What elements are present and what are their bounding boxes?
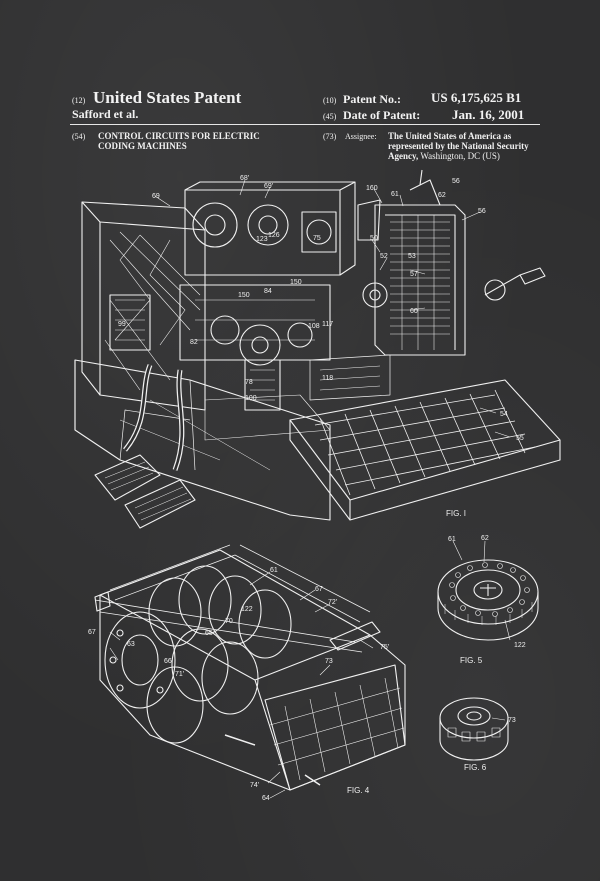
inventors: Safford et al. (72, 107, 139, 121)
fig4-ref-74p: 74' (250, 782, 259, 789)
fig4-ref-66: 66 (164, 658, 172, 665)
ref-84: 84 (264, 288, 272, 295)
ref-75: 75 (313, 235, 321, 242)
patent-number: US 6,175,625 B1 (431, 90, 522, 105)
fig4-ref-63: 63 (127, 641, 135, 648)
invention-title-line-1: CONTROL CIRCUITS FOR ELECTRIC (98, 131, 260, 141)
ref-99: 99 (118, 321, 126, 328)
ref-50: 50 (370, 235, 378, 242)
fig4-ref-65: 65 (205, 630, 213, 637)
ref-53: 53 (408, 253, 416, 260)
ref-68p: 68' (240, 175, 249, 182)
fig4-label: FIG. 4 (347, 786, 370, 795)
fig4-ref-70: 70 (225, 618, 233, 625)
kind-code: (12) (72, 96, 86, 105)
ref-117: 117 (322, 321, 333, 328)
ref-82: 82 (190, 339, 198, 346)
ref-150a: 150 (238, 292, 250, 299)
ref-55: 55 (516, 435, 524, 442)
ref-57: 57 (410, 271, 418, 278)
fig4-rotor-assembly-drawing (94, 544, 406, 791)
ref-108: 108 (308, 323, 320, 330)
ref-54: 54 (500, 411, 508, 418)
fig6-label: FIG. 6 (464, 763, 487, 772)
ref-69: 69 (152, 193, 160, 200)
ref-56a: 56 (452, 178, 460, 185)
fig6-small-rotor-drawing (439, 697, 509, 761)
date-code: (45) (323, 112, 337, 121)
patent-no-label: Patent No.: (343, 92, 401, 106)
fig4-ref-71p: 71' (175, 671, 184, 678)
header-rule (70, 124, 540, 125)
ref-56b: 56 (478, 208, 486, 215)
fig5-label: FIG. 5 (460, 656, 483, 665)
fig4-ref-72p: 72' (328, 599, 337, 606)
ref-60: 60 (410, 308, 418, 315)
fig4-ref-73: 73 (325, 658, 333, 665)
fig4-ref-61: 61 (270, 567, 278, 574)
assignee-location: Washington, DC (US) (420, 151, 500, 161)
fig4-ref-67: 67 (315, 586, 323, 593)
ref-160: 160 (366, 185, 378, 192)
fig5-rotor-drawing (437, 559, 539, 641)
patent-no-code: (10) (323, 96, 337, 105)
fig6-ref-73: 73 (508, 717, 516, 724)
ref-100: 100 (245, 395, 257, 402)
assignee-line-1: The United States of America as (388, 131, 512, 141)
assignee-line-3: Agency, Washington, DC (US) (388, 151, 500, 161)
ref-78: 78 (245, 379, 253, 386)
date-label: Date of Patent: (343, 108, 421, 122)
ref-52: 52 (380, 253, 388, 260)
fig5-ref-62: 62 (481, 535, 489, 542)
patent-date: Jan. 16, 2001 (452, 107, 525, 122)
fig1-machine-drawing (74, 169, 561, 529)
assignee-line-2: represented by the National Security (388, 141, 529, 151)
ref-123: 123 (256, 236, 268, 243)
ref-118: 118 (322, 375, 333, 382)
ref-61: 61 (391, 191, 399, 198)
ref-126: 126 (268, 232, 280, 239)
ref-150b: 150 (290, 279, 302, 286)
fig5-ref-122: 122 (514, 642, 526, 649)
fig4-ref-75p: 75' (380, 644, 389, 651)
invention-title-line-2: CODING MACHINES (98, 141, 187, 151)
fig4-ref-122: 122 (241, 606, 253, 613)
assignee-code: (73) (323, 132, 337, 141)
fig1-label: FIG. I (446, 509, 466, 518)
title-code: (54) (72, 132, 86, 141)
patent-title: United States Patent (93, 88, 242, 107)
assignee-agency: Agency, (388, 151, 419, 161)
ref-62: 62 (438, 192, 446, 199)
ref-69p: 69' (264, 183, 273, 190)
assignee-label: Assignee: (345, 132, 377, 141)
fig5-ref-61: 61 (448, 536, 456, 543)
fig4-ref-67b: 67 (88, 629, 96, 636)
fig4-ref-64: 64 (262, 795, 270, 802)
